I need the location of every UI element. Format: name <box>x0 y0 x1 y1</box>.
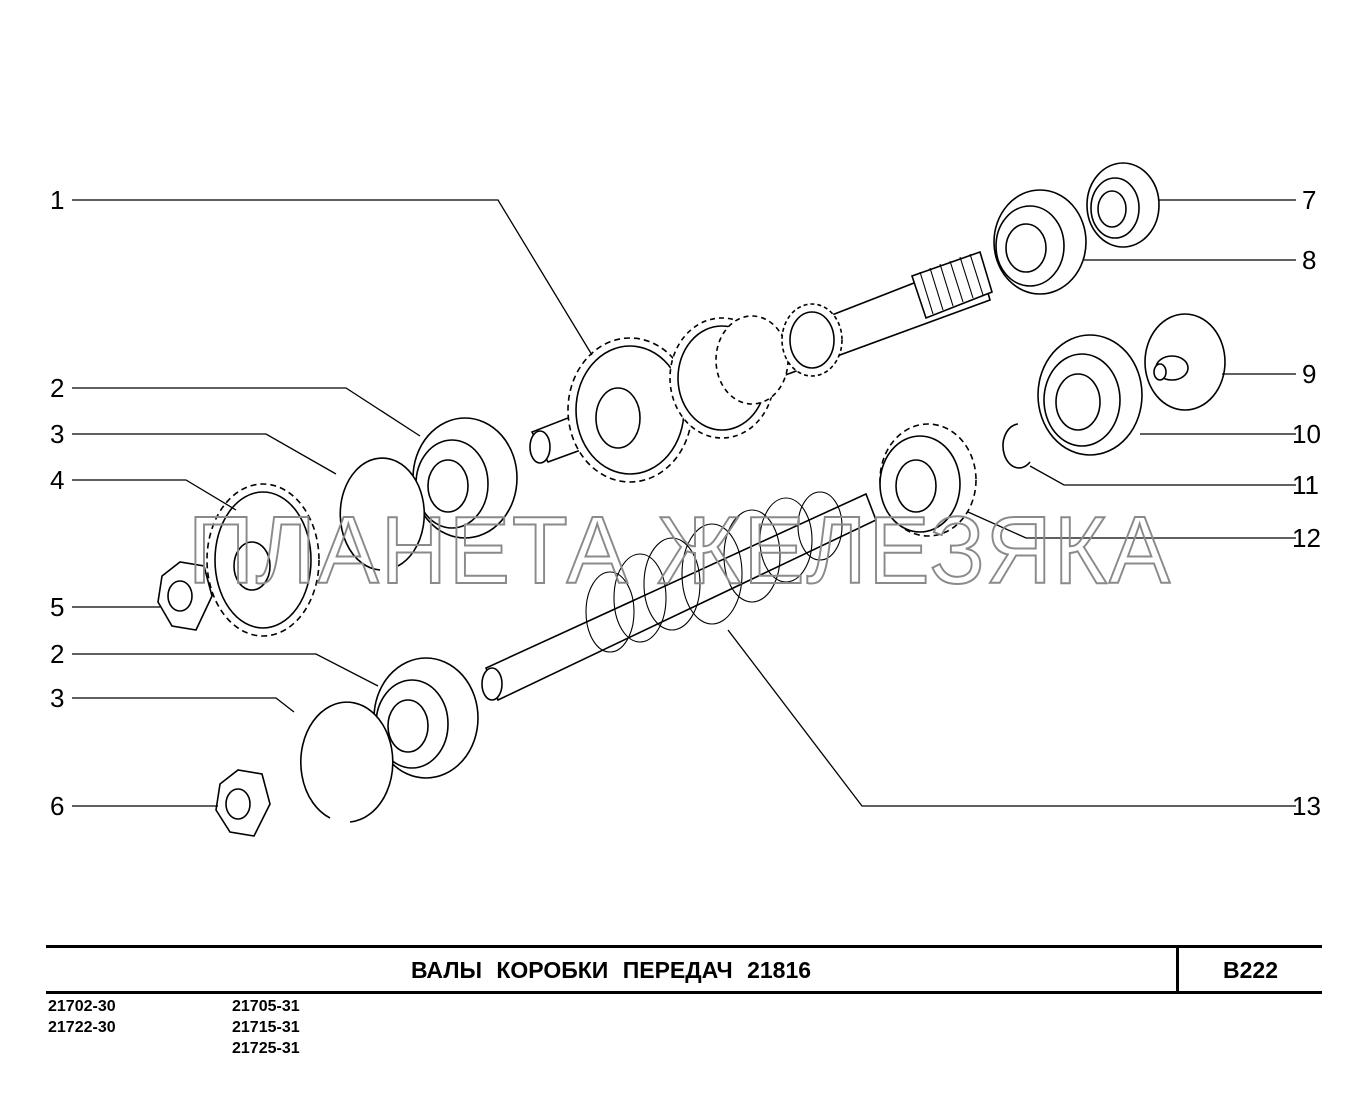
model-code: 21705-31 <box>232 998 300 1015</box>
part-3-snap-ring-lower <box>300 701 394 823</box>
part-6-nut <box>215 769 271 837</box>
part-7-seal <box>1086 162 1160 248</box>
callout-11: 11 <box>1292 470 1319 500</box>
secondary-shaft-synchros <box>585 491 843 653</box>
primary-shaft-splines <box>910 250 993 320</box>
callout-13: 13 <box>1292 791 1321 821</box>
diagram-title: ВАЛЫ КОРОБКИ ПЕРЕДАЧ 21816 <box>410 957 812 983</box>
primary-shaft-assembly <box>529 250 993 483</box>
model-code: 21715-31 <box>232 1019 300 1036</box>
part-3-snap-ring-upper <box>339 457 426 571</box>
primary-gear-large <box>567 337 693 483</box>
model-code: 21725-31 <box>232 1040 300 1057</box>
diagram-code: В222 <box>1223 957 1278 983</box>
callout-10: 10 <box>1292 419 1321 449</box>
callout-2-upper: 2 <box>50 373 64 403</box>
callout-1: 1 <box>50 185 64 215</box>
callout-6: 6 <box>50 791 64 821</box>
callout-2-lower: 2 <box>50 639 64 669</box>
watermark-text: ПЛАНЕТА ЖЕЛЕЗЯКА <box>188 497 1172 604</box>
model-list-col-2: 21705-31 21715-31 21725-31 <box>232 996 300 1059</box>
callout-8: 8 <box>1302 245 1316 275</box>
part-10-bearing <box>1037 334 1143 456</box>
part-2-bearing-upper <box>412 417 518 539</box>
model-code: 21722-30 <box>48 1019 116 1036</box>
part-11-retaining-ring <box>1002 423 1031 469</box>
callout-12: 12 <box>1292 523 1321 553</box>
callout-7: 7 <box>1302 185 1316 215</box>
part-5-nut <box>157 561 213 631</box>
callout-3-lower: 3 <box>50 683 64 713</box>
model-list-col-1: 21702-30 21722-30 <box>48 996 116 1038</box>
title-divider <box>1176 948 1179 991</box>
primary-shaft-end <box>529 430 551 464</box>
model-code: 21702-30 <box>48 998 116 1015</box>
part-12-gear <box>879 423 977 537</box>
part-9-cap <box>1144 313 1226 411</box>
primary-gear-cluster <box>669 303 843 439</box>
callout-9: 9 <box>1302 359 1316 389</box>
part-2-bearing-lower <box>373 657 479 779</box>
callout-5: 5 <box>50 592 64 622</box>
callout-4: 4 <box>50 465 64 495</box>
leader-lines <box>72 199 1296 807</box>
callout-3-upper: 3 <box>50 419 64 449</box>
secondary-shaft-assembly <box>481 491 878 702</box>
part-4-gear <box>206 483 320 637</box>
title-block: ВАЛЫ КОРОБКИ ПЕРЕДАЧ 21816 В222 <box>46 945 1322 994</box>
callout-numbers: 1 2 3 4 5 2 3 6 7 8 9 10 11 12 13 <box>50 185 1321 821</box>
part-8-bearing <box>993 189 1087 295</box>
